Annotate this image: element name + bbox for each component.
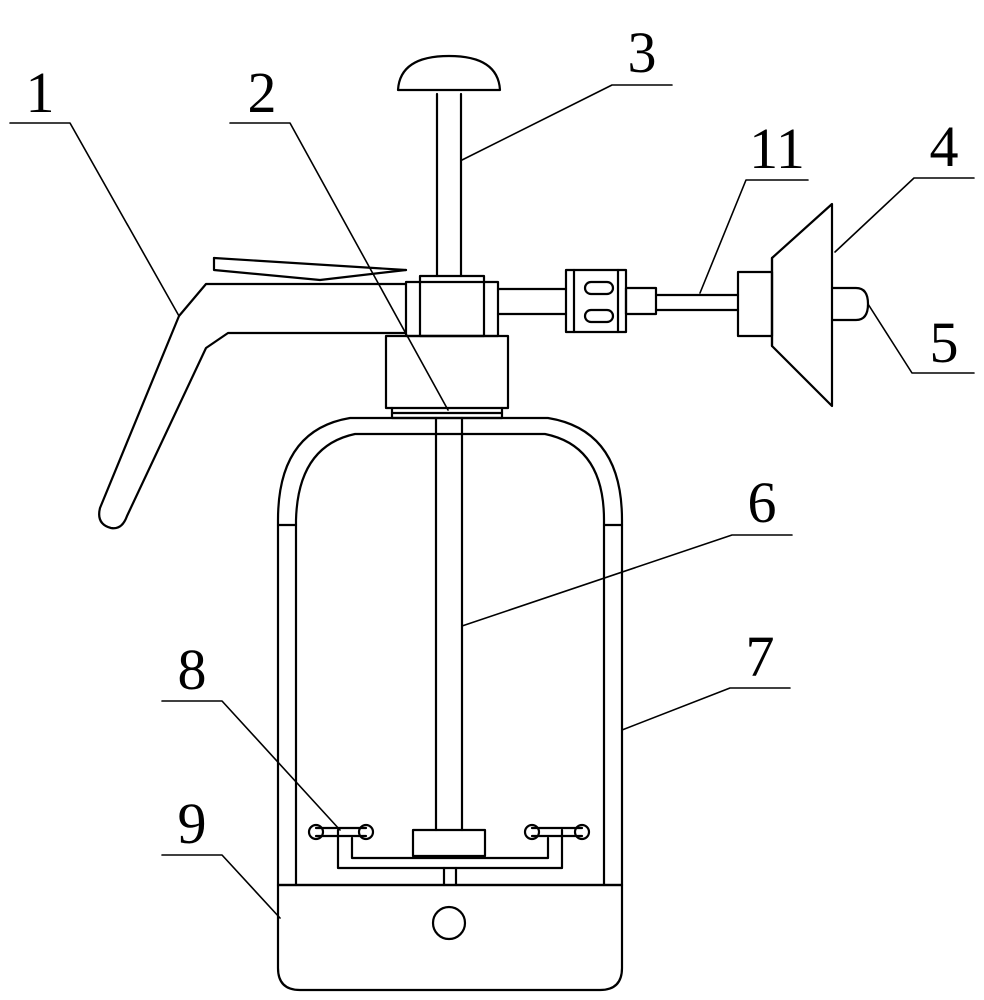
spray-pipe [496,268,740,334]
leader-lines [9,84,975,919]
label-5: 5 [930,310,959,375]
label-4: 4 [930,114,959,179]
handle-rod [396,54,502,278]
nozzle-cone [770,202,834,408]
handle-knob [396,54,502,92]
base-hole [431,905,467,941]
label-2: 2 [248,60,277,125]
label-9: 9 [178,791,207,856]
nozzle-tip [830,286,870,322]
label-1: 1 [26,60,55,125]
bottle-cap [384,334,510,420]
label-8: 8 [178,637,207,702]
label-11: 11 [749,116,805,181]
pump-rod [411,416,487,858]
piston [411,828,487,858]
nozzle [736,202,870,408]
trigger-handle [98,256,408,530]
label-3: 3 [628,20,657,85]
bottle-body [276,416,624,887]
label-6: 6 [748,470,777,535]
bottle-base [276,883,624,992]
stirrer-frame [307,823,591,887]
pump-head [404,274,500,338]
part-labels: 1 2 3 4 5 6 7 8 9 11 [26,20,959,856]
label-7: 7 [746,624,775,689]
